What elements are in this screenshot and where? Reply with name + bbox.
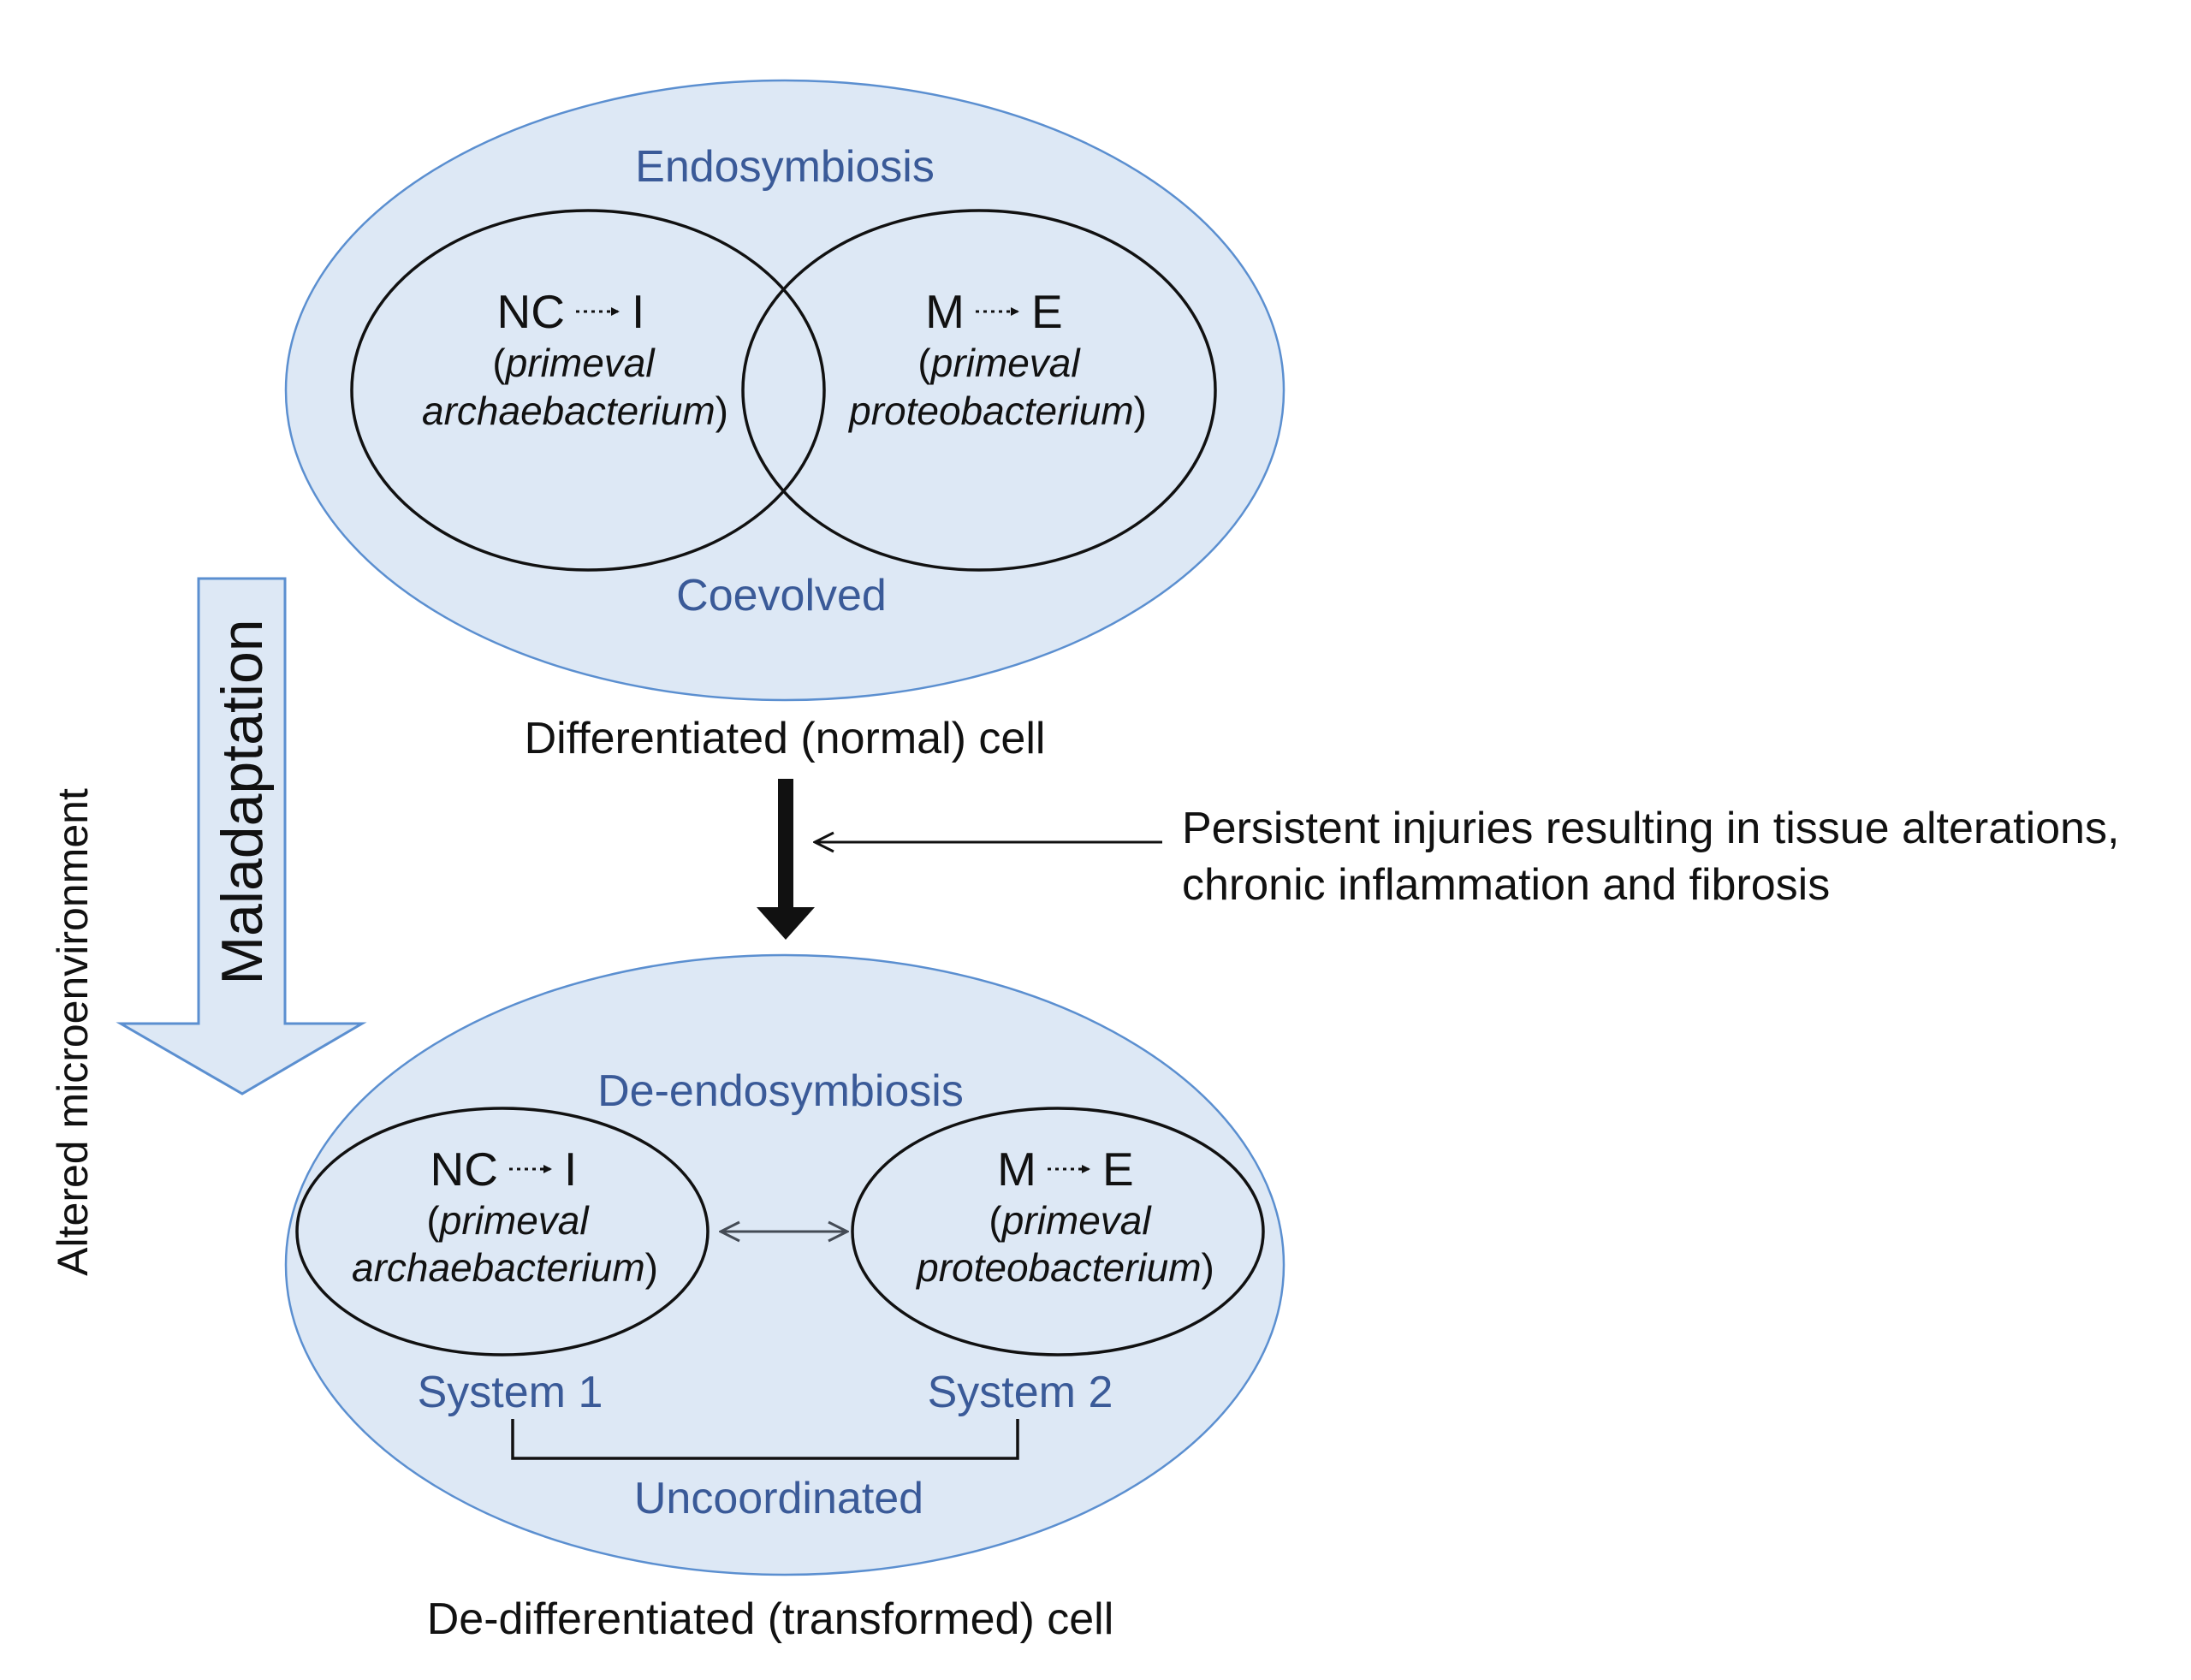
injury-note-line1: Persistent injuries resulting in tissue … <box>1182 804 2119 853</box>
top-right-organism: proteobacterium <box>847 389 1133 433</box>
top-cell-header: Endosymbiosis <box>635 142 935 192</box>
bottom-left-node-from: NC <box>430 1143 498 1196</box>
bottom-cell: De-endosymbiosis NC I (primeval archaeba… <box>284 953 1286 1576</box>
bottom-left-primeval: primeval <box>438 1198 591 1243</box>
bottom-left-node: NC I (primeval archaebacterium) <box>352 1143 658 1290</box>
top-right-node-line2: proteobacterium) <box>847 389 1147 433</box>
top-left-open-paren: ( <box>492 341 506 385</box>
top-left-node-line1: (primeval <box>492 341 656 385</box>
maladaptation-arrow <box>116 577 367 1095</box>
bottom-right-node-to: E <box>1102 1143 1134 1196</box>
altered-microenvironment-label: Altered microenvironment <box>49 788 97 1276</box>
system1-label: System 1 <box>418 1368 603 1417</box>
top-right-node-from: M <box>925 285 965 338</box>
uncoordinated-label: Uncoordinated <box>634 1474 923 1523</box>
top-left-node: NC I (primeval archaebacterium) <box>422 285 728 433</box>
top-cell-caption: Differentiated (normal) cell <box>525 714 1046 763</box>
bottom-right-node-line2: proteobacterium) <box>915 1245 1214 1290</box>
top-left-node-line2: archaebacterium) <box>422 389 728 433</box>
top-left-organism: archaebacterium <box>422 389 715 433</box>
uncoordinated-bracket <box>511 1419 1019 1460</box>
top-right-close-paren: ) <box>1134 389 1147 433</box>
top-right-node-ellipse <box>741 209 1217 572</box>
bottom-right-organism: proteobacterium <box>915 1245 1201 1290</box>
top-cell-membrane <box>284 79 1286 702</box>
top-right-primeval: primeval <box>929 341 1082 385</box>
bottom-right-node: M E (primeval proteobacterium) <box>915 1143 1214 1290</box>
top-left-node-ellipse <box>350 209 826 572</box>
transition-down-arrow <box>757 779 815 940</box>
top-right-open-paren: ( <box>917 341 931 385</box>
bottom-cell-caption: De-differentiated (transformed) cell <box>427 1594 1114 1644</box>
bottom-right-primeval: primeval <box>1000 1198 1153 1243</box>
top-right-node-line1: (primeval <box>917 341 1081 385</box>
top-right-node: M E (primeval proteobacterium) <box>847 285 1147 433</box>
top-cell-footer: Coevolved <box>676 571 887 620</box>
bottom-left-node-line2: archaebacterium) <box>352 1245 658 1290</box>
top-right-node-to: E <box>1031 285 1063 338</box>
system2-label: System 2 <box>928 1368 1113 1417</box>
bottom-left-close-paren: ) <box>645 1245 658 1290</box>
top-left-node-from: NC <box>497 285 565 338</box>
top-left-node-to: I <box>632 285 644 338</box>
maladaptation-label: Maladaptation <box>210 619 275 984</box>
bottom-right-close-paren: ) <box>1202 1245 1214 1290</box>
bottom-right-node-ellipse <box>851 1107 1265 1356</box>
top-cell: Endosymbiosis NC I (primeval archaebacte… <box>284 79 1286 702</box>
bottom-right-node-from: M <box>997 1143 1036 1196</box>
bottom-left-organism: archaebacterium <box>352 1245 645 1290</box>
bottom-left-node-to: I <box>564 1143 577 1196</box>
bottom-cell-header: De-endosymbiosis <box>597 1066 964 1116</box>
bottom-left-node-line1: (primeval <box>426 1198 590 1243</box>
bottom-right-open-paren: ( <box>989 1198 1002 1243</box>
bottom-left-open-paren: ( <box>426 1198 440 1243</box>
top-left-primeval: primeval <box>504 341 656 385</box>
bottom-right-node-line1: (primeval <box>989 1198 1152 1243</box>
injury-note-line2: chronic inflammation and fibrosis <box>1182 860 1830 910</box>
top-left-close-paren: ) <box>715 389 728 433</box>
bottom-left-node-ellipse <box>295 1107 710 1356</box>
